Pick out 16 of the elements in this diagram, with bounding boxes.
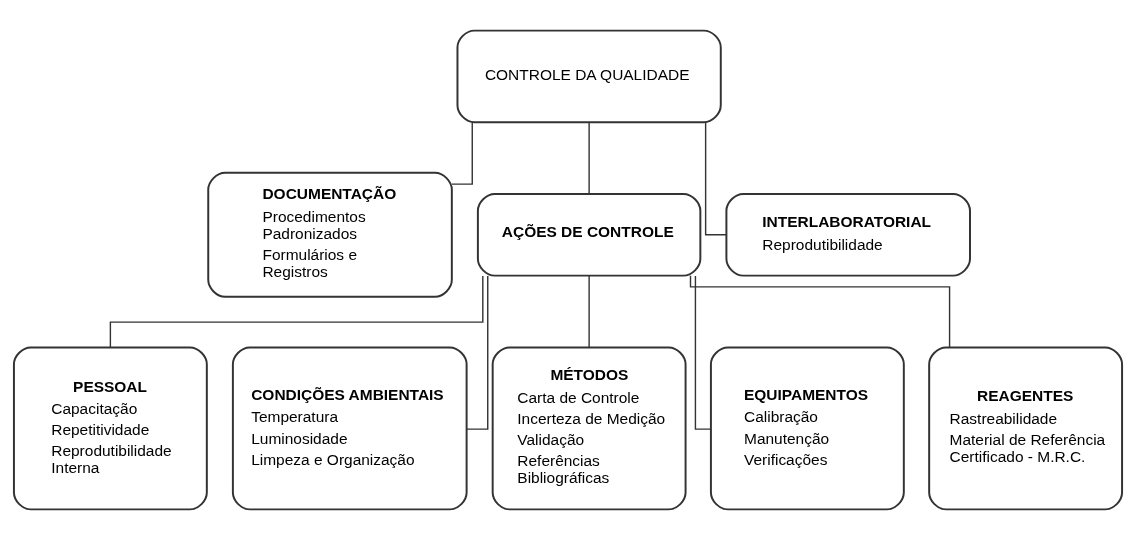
connector bbox=[588, 121, 590, 195]
node-box: MÉTODOS Carta de Controle Incerteza de Medição Validação Referências Bibliográficas bbox=[491, 346, 687, 511]
node-box: CONTROLE DA QUALIDADE bbox=[456, 29, 722, 124]
node-box: EQUIPAMENTOS Calibração Manutenção Verificações bbox=[709, 346, 905, 511]
connector bbox=[588, 275, 590, 348]
node-box: AÇÕES DE CONTROLE bbox=[476, 193, 702, 277]
node-box: INTERLABORATORIAL Reprodutibilidade bbox=[725, 193, 971, 277]
connector bbox=[689, 275, 951, 349]
node-box: CONDIÇÕES AMBIENTAIS Temperatura Luminosidade Limpeza e Organização bbox=[231, 346, 468, 511]
node-box: DOCUMENTAÇÃO Procedimentos Padronizados Formulários e Registros bbox=[207, 171, 453, 298]
connector bbox=[109, 275, 484, 348]
connector bbox=[704, 121, 727, 236]
connector bbox=[466, 275, 489, 430]
connector bbox=[451, 122, 473, 185]
node-box: PESSOAL Capacitação Repetitividade Reprodutibilidade Interna bbox=[12, 346, 208, 511]
node-box: REAGENTES Rastreabilidade Material de Referência Certificado - M.R.C. bbox=[928, 346, 1124, 511]
